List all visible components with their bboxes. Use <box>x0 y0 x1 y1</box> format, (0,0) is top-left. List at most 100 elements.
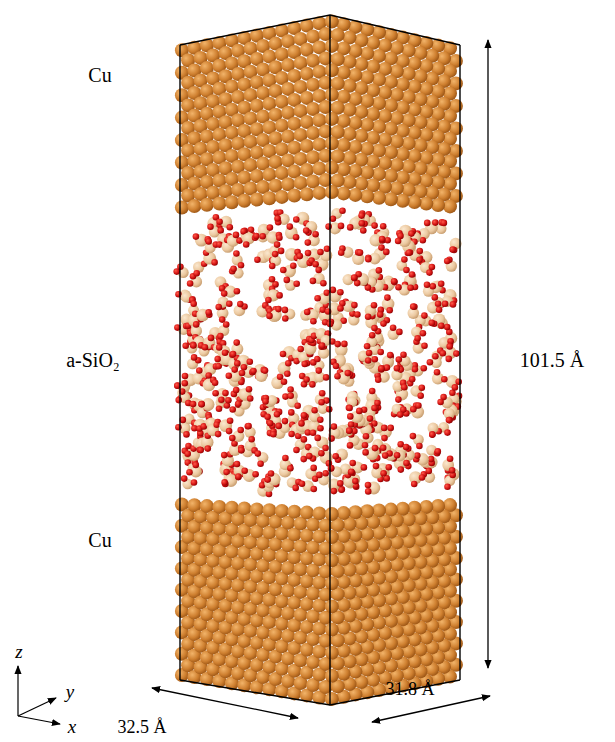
o-atom <box>226 428 233 435</box>
o-atom <box>381 435 388 442</box>
o-atom <box>360 227 367 234</box>
o-atom <box>235 474 242 481</box>
o-atom <box>305 239 312 246</box>
o-atom <box>233 387 240 394</box>
o-atom <box>373 463 380 470</box>
o-atom <box>378 366 385 373</box>
cu-atom <box>300 506 314 520</box>
o-atom <box>274 215 281 222</box>
o-atom <box>410 406 417 413</box>
o-atom <box>253 233 260 240</box>
o-atom <box>369 388 376 395</box>
o-atom <box>248 436 255 443</box>
o-atom <box>191 354 198 361</box>
o-atom <box>375 377 382 384</box>
o-atom <box>317 249 324 256</box>
o-atom <box>332 453 339 460</box>
o-atom <box>197 447 204 454</box>
o-atom <box>197 447 204 454</box>
o-atom <box>264 476 271 483</box>
o-atom <box>254 450 261 457</box>
o-atom <box>348 468 355 475</box>
o-atom <box>198 401 205 408</box>
cell-edge <box>459 45 460 680</box>
o-atom <box>453 350 460 357</box>
o-atom <box>226 373 233 380</box>
cu-atom <box>325 507 339 521</box>
cu-atom <box>250 193 264 207</box>
o-atom <box>306 453 313 460</box>
o-atom <box>346 427 353 434</box>
o-atom <box>238 447 245 454</box>
o-atom <box>299 480 306 487</box>
o-atom <box>444 429 451 436</box>
o-atom <box>416 443 423 450</box>
o-atom <box>282 455 289 462</box>
dimension-label: 101.5 Å <box>520 349 584 371</box>
o-atom <box>328 465 335 472</box>
o-atom <box>223 469 230 476</box>
cu-atom <box>312 506 326 520</box>
o-atom <box>334 373 341 380</box>
o-atom <box>391 278 398 285</box>
o-atom <box>391 279 398 286</box>
o-atom <box>407 249 414 256</box>
o-atom <box>319 342 326 349</box>
o-atom <box>305 250 312 257</box>
o-atom <box>371 302 378 309</box>
o-atom <box>218 397 225 404</box>
o-atom <box>403 460 410 467</box>
o-atom <box>424 220 431 227</box>
o-atom <box>338 223 345 230</box>
cu-atom <box>200 198 214 212</box>
o-atom <box>276 292 283 299</box>
o-atom <box>230 351 237 358</box>
o-atom <box>312 231 319 238</box>
cu-atom <box>287 505 301 519</box>
o-atom <box>293 216 300 223</box>
o-atom <box>435 301 442 308</box>
o-atom <box>358 212 365 219</box>
cu-atom <box>212 197 226 211</box>
o-atom <box>311 486 318 493</box>
o-atom <box>217 227 224 234</box>
o-atom <box>290 262 297 269</box>
cu-atom <box>325 599 339 613</box>
o-atom <box>229 435 236 442</box>
o-atom <box>193 321 200 328</box>
o-atom <box>190 342 197 349</box>
dimension-label: 31.8 Å <box>386 680 435 700</box>
cu-atom <box>325 63 339 77</box>
o-atom <box>268 470 275 477</box>
o-atom <box>237 301 244 308</box>
o-atom <box>430 283 437 290</box>
o-atom <box>429 264 436 271</box>
o-atom <box>288 409 295 416</box>
o-atom <box>278 248 285 255</box>
axis-arrow <box>18 698 56 716</box>
cell-edge <box>329 15 330 705</box>
o-atom <box>396 329 403 336</box>
o-atom <box>269 263 276 270</box>
o-atom <box>319 390 326 397</box>
o-atom <box>345 370 352 377</box>
o-atom <box>333 363 340 370</box>
o-atom <box>432 219 439 226</box>
o-atom <box>323 374 330 381</box>
o-atom <box>372 445 379 452</box>
o-atom <box>406 249 413 256</box>
cu-atom <box>325 88 339 102</box>
o-atom <box>222 390 229 397</box>
cu-atom <box>225 195 239 209</box>
o-atom <box>311 407 318 414</box>
o-atom <box>233 339 240 346</box>
o-atom <box>421 365 428 372</box>
o-atom <box>326 406 333 413</box>
o-atom <box>293 280 300 287</box>
o-atom <box>411 481 418 488</box>
o-atom <box>386 464 393 471</box>
o-atom <box>241 364 248 371</box>
o-atom <box>234 288 241 295</box>
o-atom <box>409 271 416 278</box>
o-atom <box>276 234 283 241</box>
